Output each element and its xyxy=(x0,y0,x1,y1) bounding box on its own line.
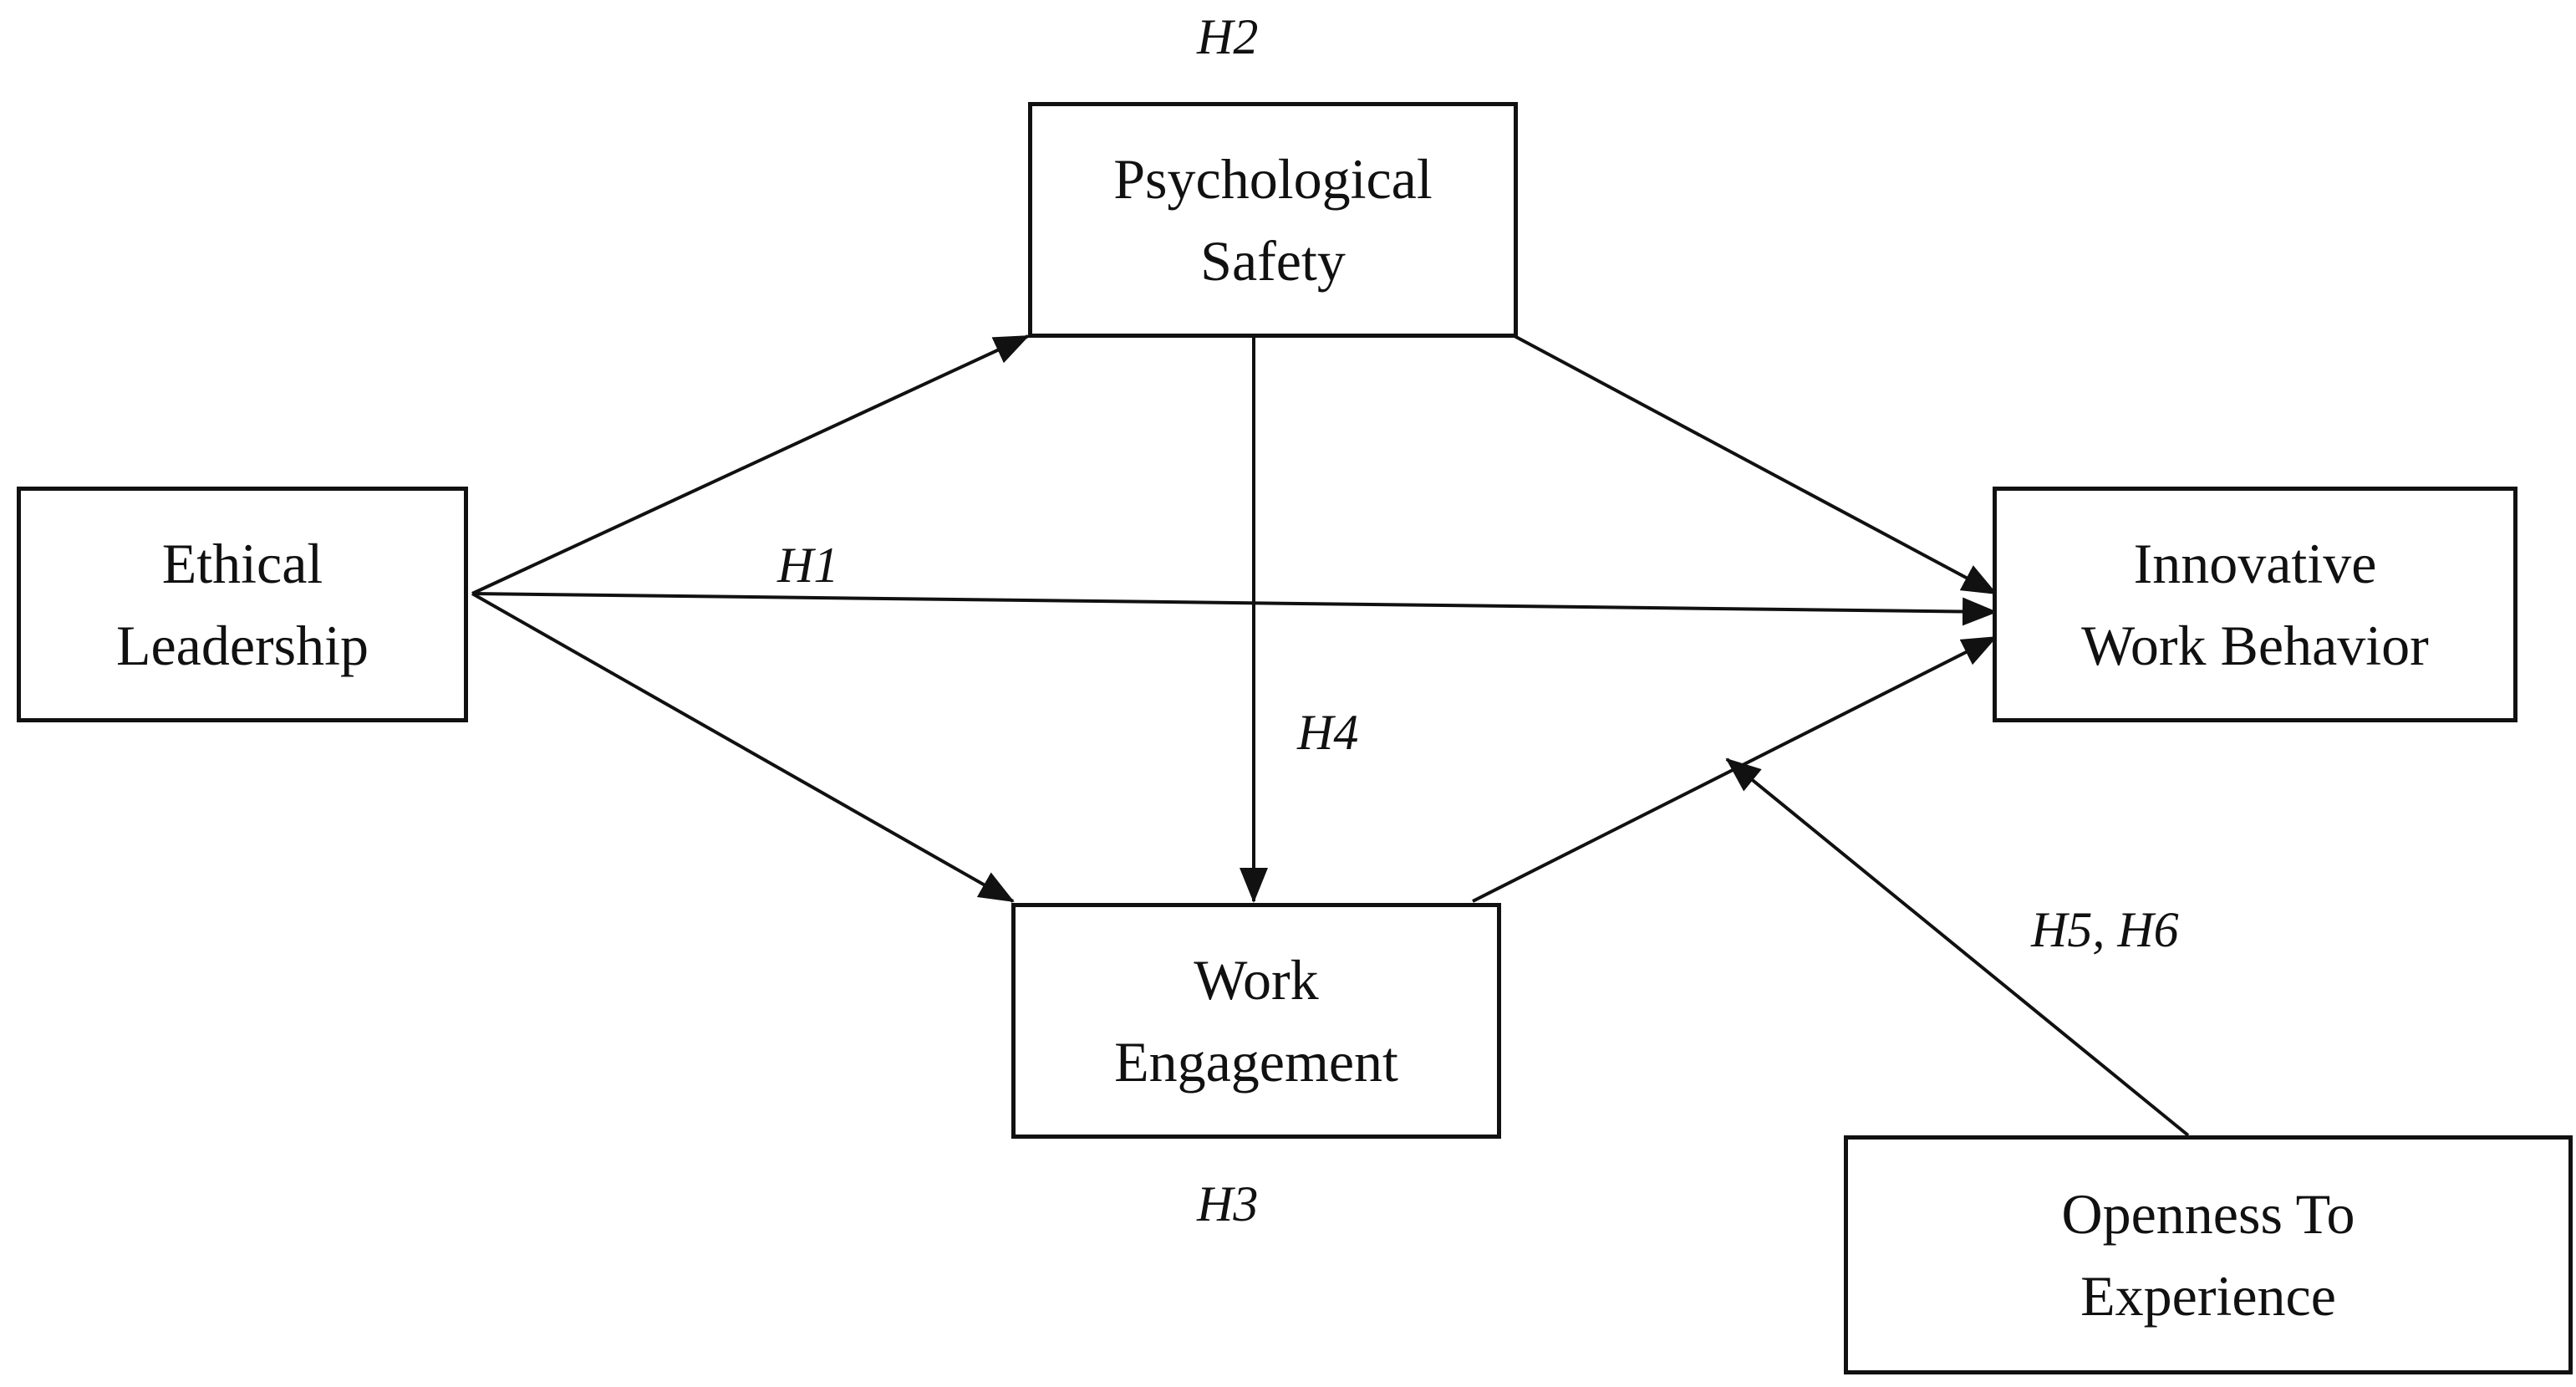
hypothesis-label-h4: H4 xyxy=(1297,705,1359,760)
node-label-line: Ethical xyxy=(161,532,323,595)
node-label-line: Safety xyxy=(1200,229,1346,293)
node-label-line: Engagement xyxy=(1114,1030,1398,1094)
arrow-ps-to-iwb xyxy=(1514,334,1998,595)
hypothesis-label-h2: H2 xyxy=(1197,9,1259,64)
node-label-line: Psychological xyxy=(1113,147,1433,211)
arrow-oe-moderation xyxy=(1725,757,2190,1137)
node-label-line: Openness To xyxy=(2061,1182,2355,1246)
arrow-el-to-iwb xyxy=(471,592,1998,626)
node-label-line: Work Behavior xyxy=(2081,614,2429,677)
arrow-el-to-ps xyxy=(471,334,1030,595)
node-work-engagement: Work Engagement xyxy=(1011,903,1501,1139)
hypothesis-label-h5-h6: H5, H6 xyxy=(2031,902,2179,957)
node-label-line: Experience xyxy=(2080,1264,2336,1328)
arrow-we-to-iwb xyxy=(1472,635,1998,903)
node-label-line: Leadership xyxy=(115,614,369,677)
node-innovative-work-behavior: Innovative Work Behavior xyxy=(1993,487,2517,722)
hypothesis-label-h1: H1 xyxy=(777,538,839,593)
node-ethical-leadership: Ethical Leadership xyxy=(17,487,468,722)
hypothesis-label-h3: H3 xyxy=(1197,1176,1259,1231)
node-label-line: Work xyxy=(1194,948,1319,1012)
node-openness-to-experience: Openness To Experience xyxy=(1844,1135,2573,1374)
node-psychological-safety: Psychological Safety xyxy=(1028,102,1518,338)
arrow-el-to-we xyxy=(471,592,1015,903)
node-label-line: Innovative xyxy=(2133,532,2377,595)
